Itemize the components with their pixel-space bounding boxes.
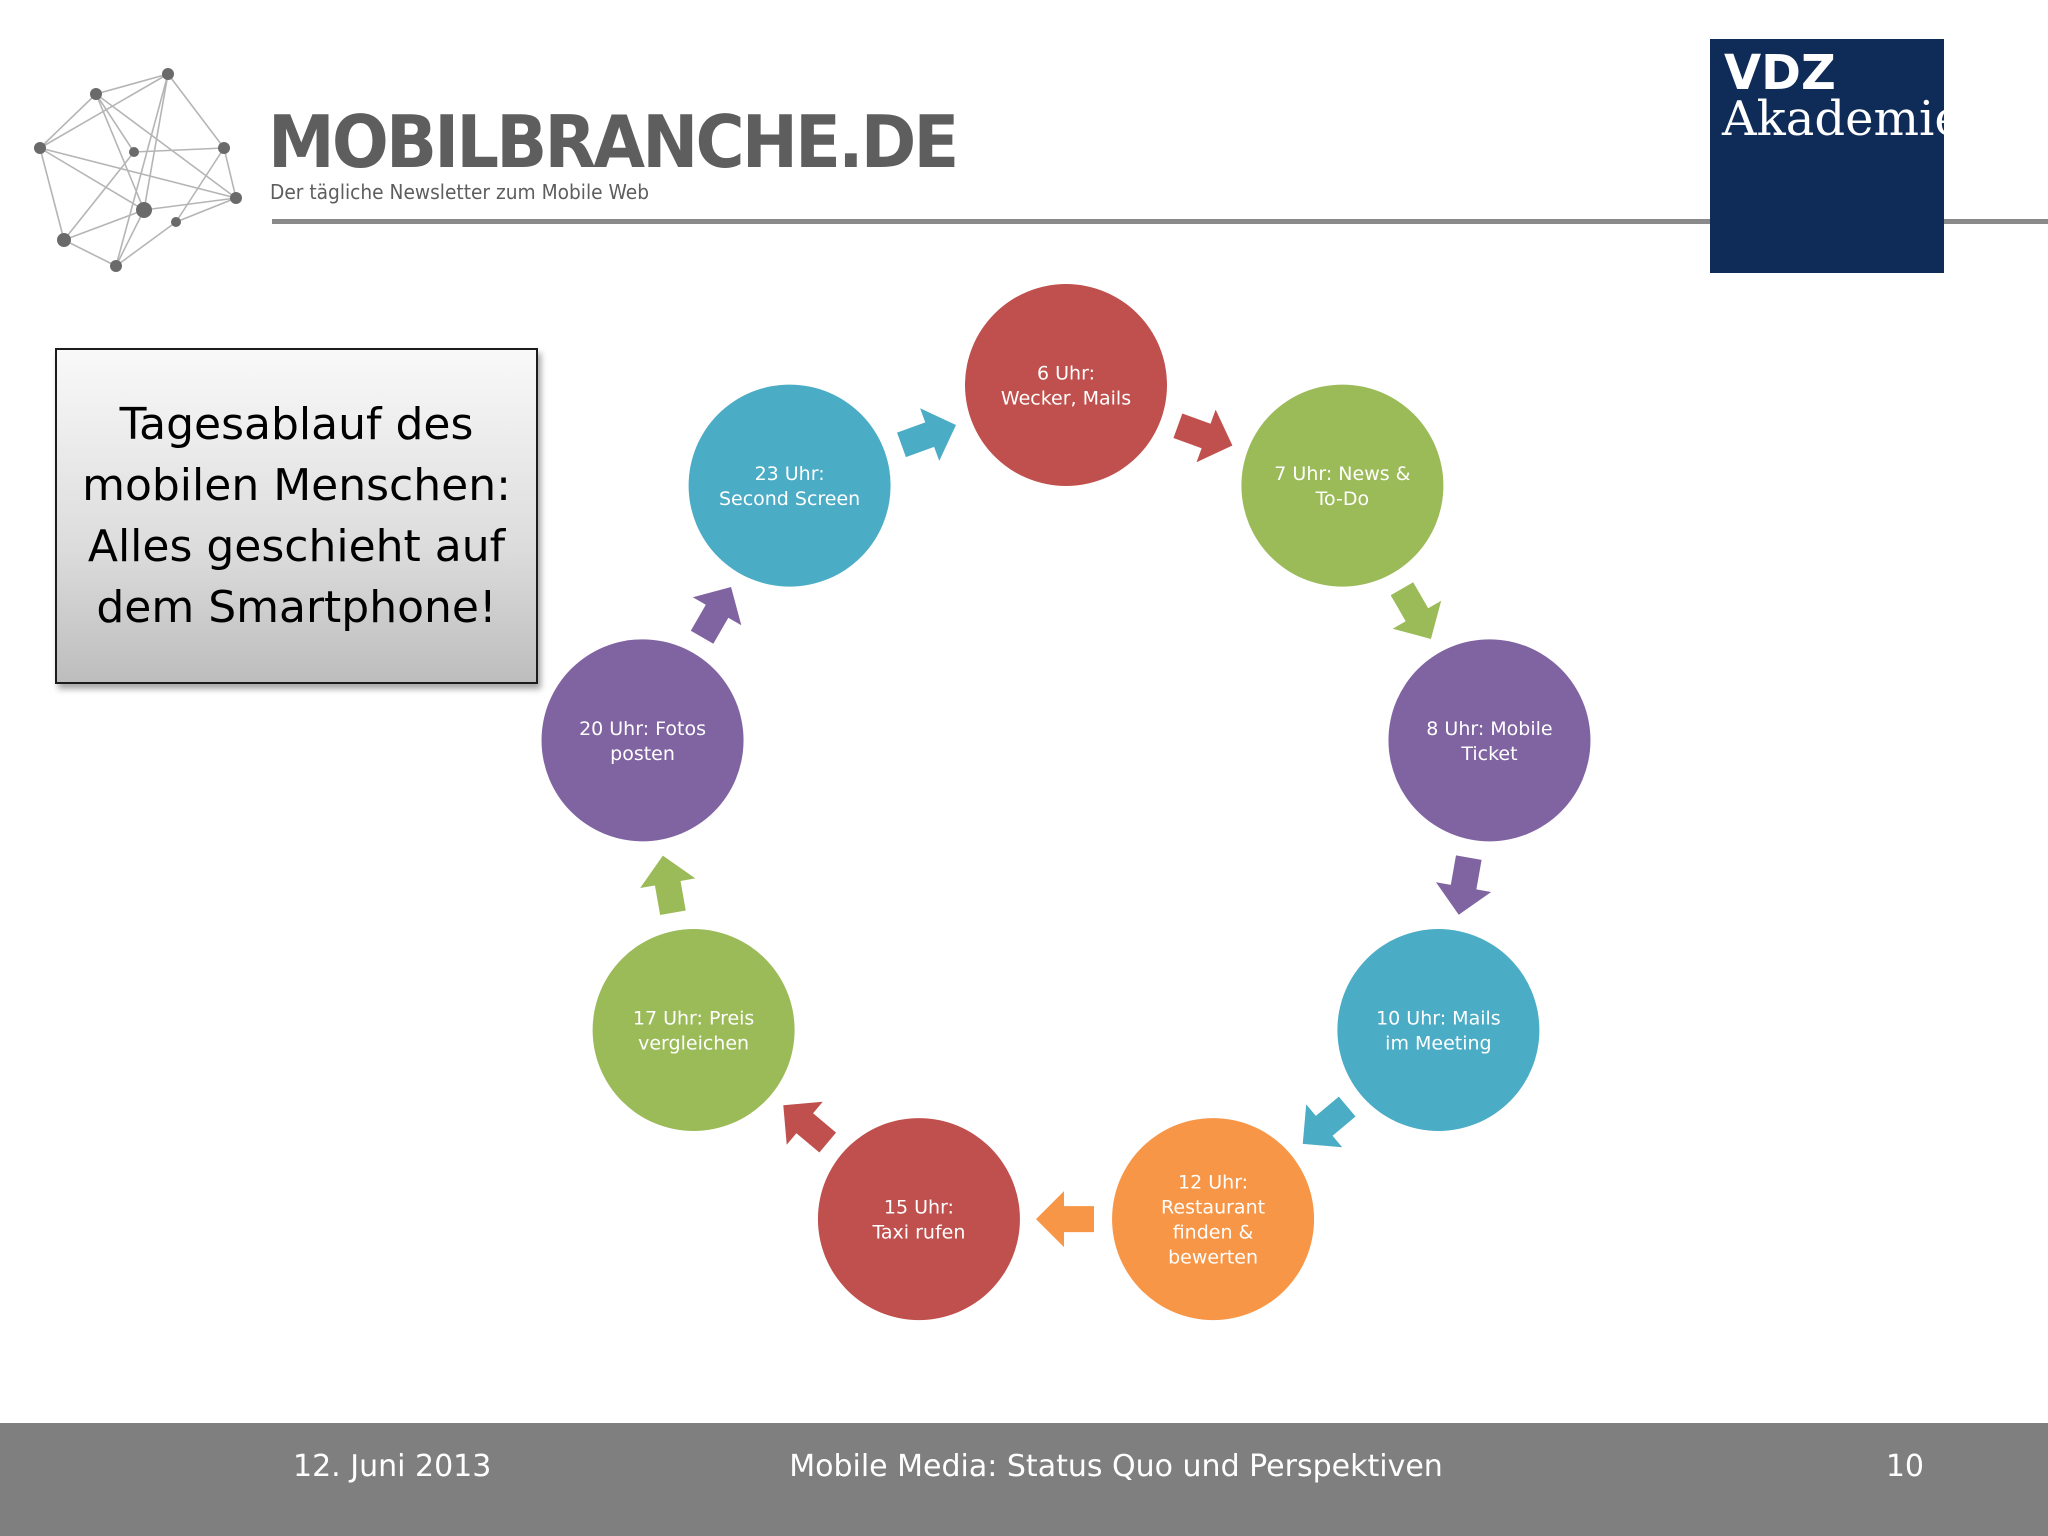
daily-routine-cycle-diagram: 6 Uhr: Wecker, Mails 7 Uhr: News & To-Do 8 U… [541,284,1591,1321]
cycle-arrow [897,408,956,461]
cycle-node-label: 17 Uhr: Preis [633,1008,754,1030]
cycle-node: 7 Uhr: News & To-Do [1241,384,1444,587]
cycle-node: 23 Uhr: Second Screen [688,384,891,587]
cycle-arrow [1302,1096,1356,1148]
cycle-node-label: vergleichen [638,1033,749,1055]
footer-date: 12. Juni 2013 [293,1449,492,1484]
partner-logo-line2: Akademie [1722,91,1963,147]
footer-presentation-title: Mobile Media: Status Quo und Perspektive… [789,1449,1443,1484]
cycle-node-circle [1337,929,1540,1131]
cycle-node: 10 Uhr: Mails im Meeting [1337,929,1540,1131]
cycle-node-circle [965,284,1167,486]
cycle-node-label: Taxi rufen [871,1222,965,1244]
cycle-node-label: 8 Uhr: Mobile [1426,718,1552,740]
cycle-node-label: 12 Uhr: [1178,1172,1248,1194]
cycle-arrow [783,1101,837,1153]
cycle-arrow [1390,582,1442,639]
cycle-node-circle [817,1118,1020,1321]
cycle-node-circle [1241,384,1444,587]
cycle-node-label: Wecker, Mails [1001,388,1131,410]
cycle-node-label: To-Do [1315,488,1369,510]
brand-tagline: Der tägliche Newsletter zum Mobile Web [270,180,650,204]
cycle-node-label: posten [610,743,675,765]
footer-page-number: 10 [1885,1449,1924,1484]
cycle-arrow [690,586,742,644]
cycle-arrow [640,855,696,915]
cycle-node-label: 20 Uhr: Fotos [579,718,706,740]
cycle-node-label: finden & [1173,1222,1254,1244]
cycle-arrow [1436,855,1492,915]
partner-logo-line1: VDZ [1724,45,1836,101]
cycle-arrow [1173,409,1233,463]
mobilbranche-network-logo [34,68,242,272]
slide-footer: 12. Juni 2013 Mobile Media: Status Quo u… [0,1423,2048,1536]
cycle-arrow [1036,1191,1094,1248]
cycle-node: 12 Uhr: Restaurant finden & bewerten [1112,1118,1315,1321]
cycle-node-label: 15 Uhr: [884,1197,954,1219]
cycle-node: 6 Uhr: Wecker, Mails [965,284,1167,486]
cycle-node-label: im Meeting [1385,1033,1491,1055]
cycle-node: 15 Uhr: Taxi rufen [817,1118,1020,1321]
cycle-node-label: 7 Uhr: News & [1274,463,1410,485]
cycle-node-label: 6 Uhr: [1037,363,1095,385]
cycle-node: 17 Uhr: Preis vergleichen [592,929,795,1131]
cycle-node-circle [1112,1118,1315,1321]
cycle-node-circle [592,929,795,1131]
slide-title-box: Tagesablauf des mobilen Menschen: Alles … [55,348,538,684]
header-divider [272,219,2048,224]
vdz-akademie-logo: VDZ Akademie [1710,39,1963,273]
cycle-node-circle [688,384,891,587]
cycle-node-label: Restaurant [1161,1197,1265,1219]
cycle-node-label: bewerten [1168,1247,1258,1269]
slide-title: Tagesablauf des mobilen Menschen: Alles … [82,399,511,633]
cycle-node-circle [541,639,744,842]
brand-title: MOBILBRANCHE.DE [268,100,959,184]
cycle-node-label: 10 Uhr: Mails [1376,1008,1501,1030]
cycle-node-label: Second Screen [719,488,860,510]
cycle-node: 20 Uhr: Fotos posten [541,639,744,842]
cycle-node-label: Ticket [1460,743,1517,765]
cycle-node-label: 23 Uhr: [755,463,825,485]
cycle-node-circle [1388,639,1591,842]
